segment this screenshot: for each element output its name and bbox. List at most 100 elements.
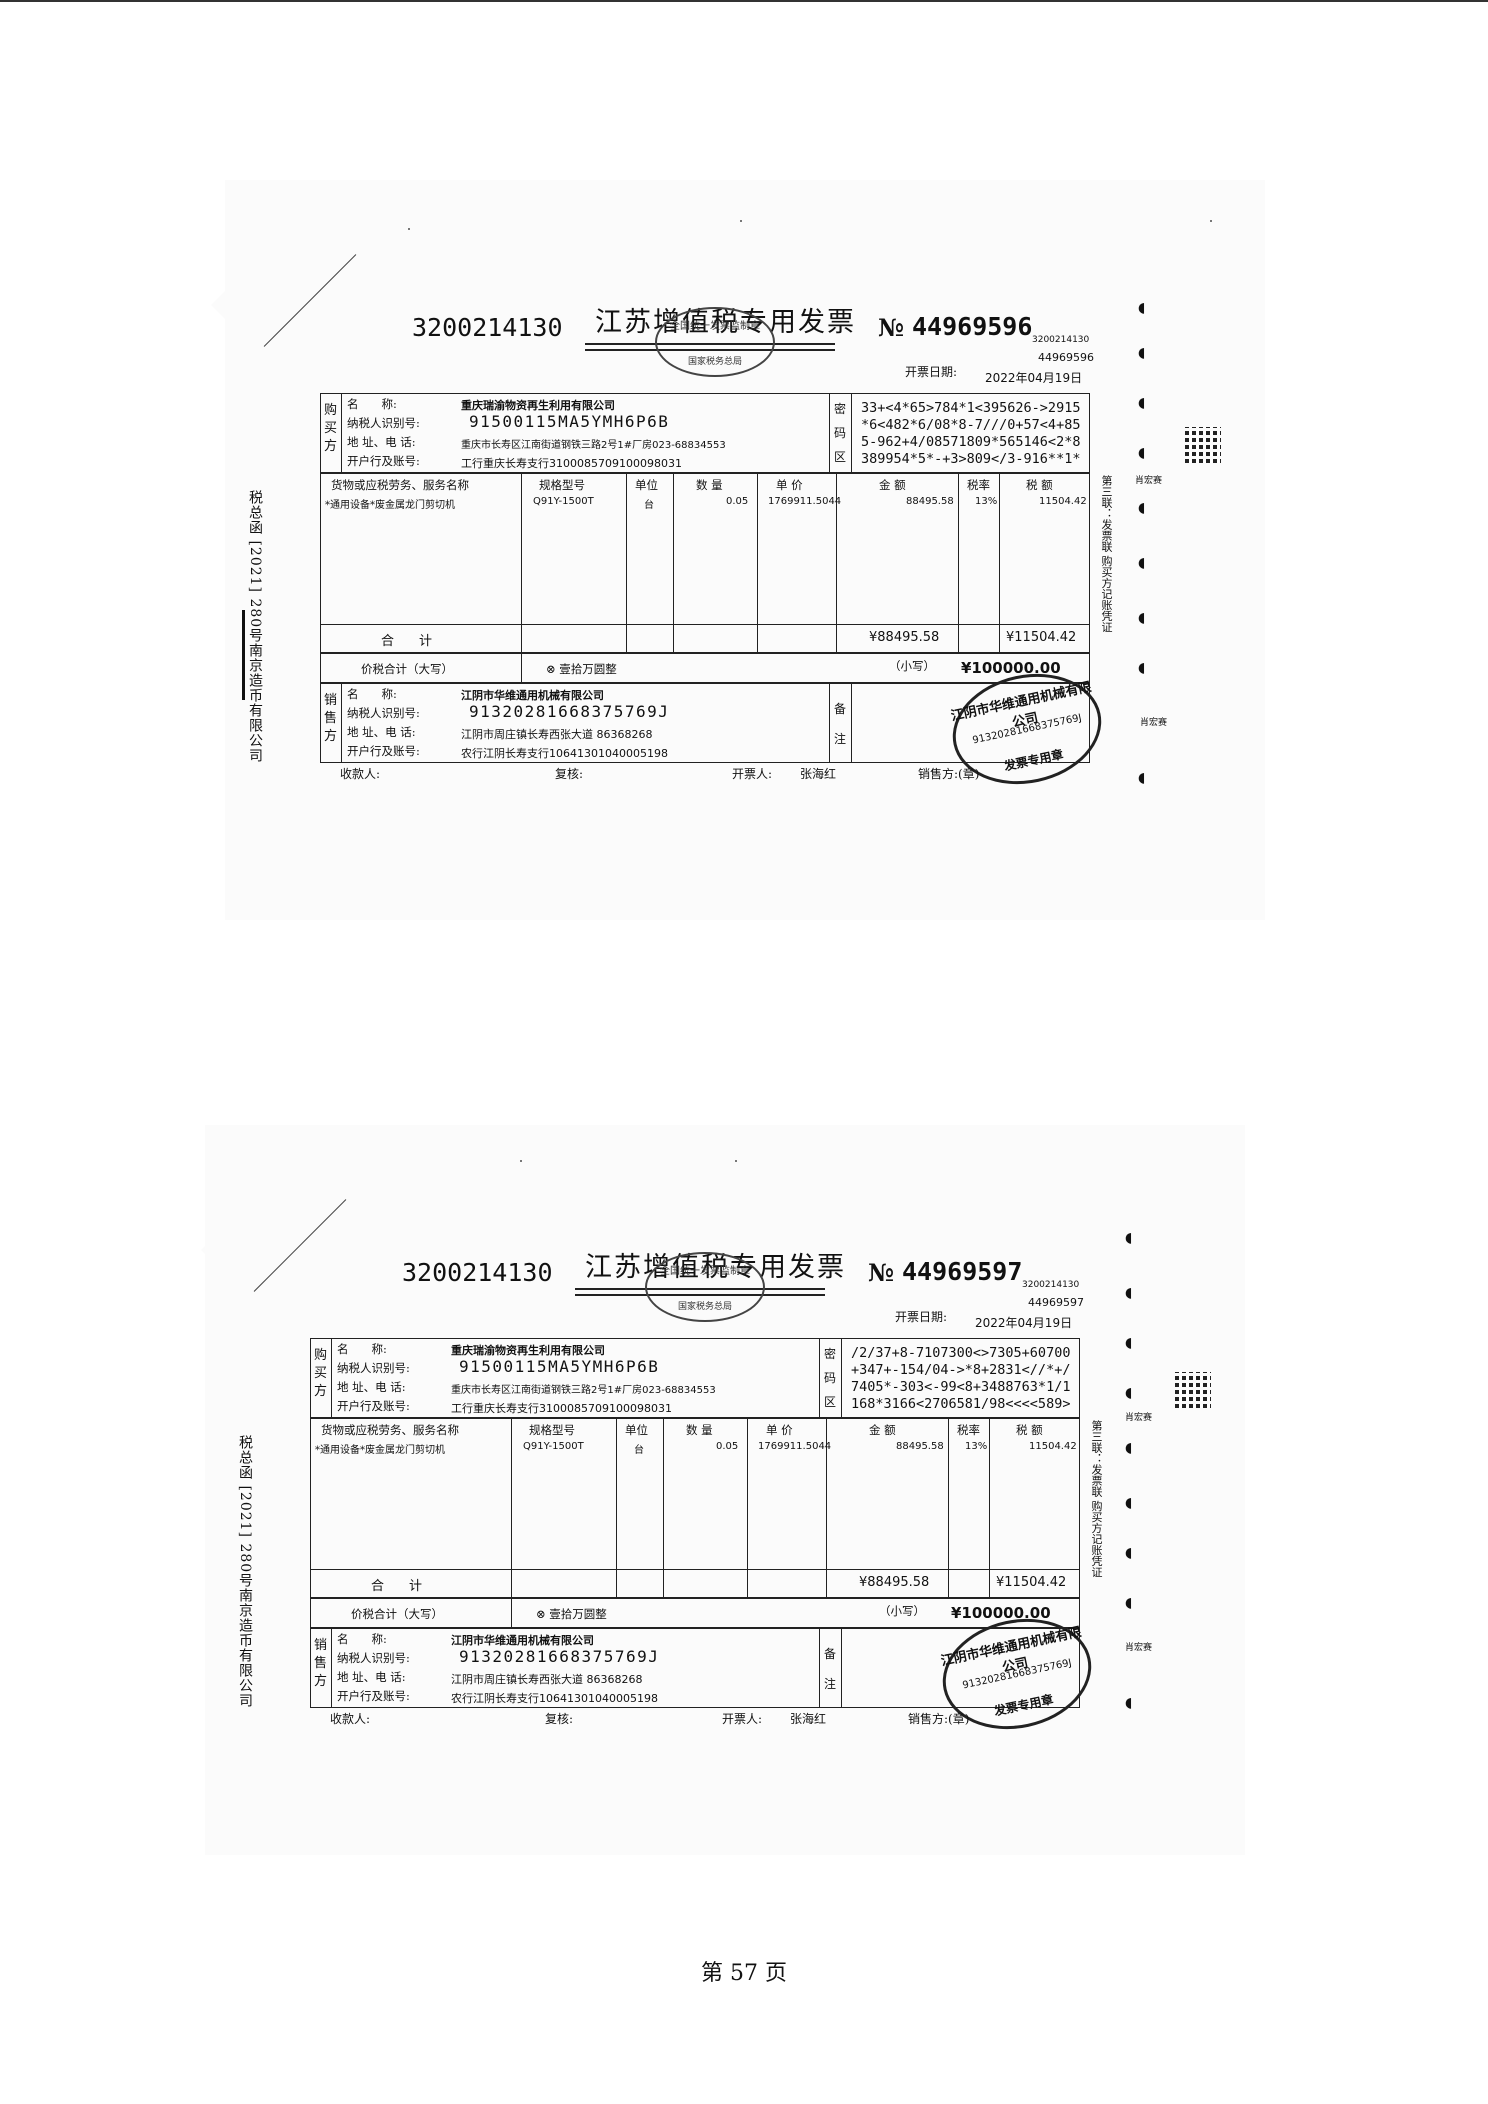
remark-label: 备注 bbox=[834, 702, 847, 746]
buyer-taxid-label: 纳税人识别号: bbox=[347, 416, 420, 430]
divider bbox=[616, 1419, 617, 1597]
footer-issuer: 张海红 bbox=[790, 1712, 827, 1726]
divider bbox=[673, 474, 674, 652]
divider bbox=[331, 1629, 332, 1707]
footer-reviewer: 复核: bbox=[545, 1712, 574, 1726]
buyer-name: 重庆瑞渝物资再生利用有限公司 bbox=[461, 399, 615, 412]
col-header: 金 额 bbox=[879, 478, 906, 492]
footer-issuer: 张海红 bbox=[800, 767, 837, 781]
edge-mark-icon: ◖ bbox=[1138, 610, 1146, 626]
item-qty: 0.05 bbox=[726, 496, 749, 507]
total-label: 价税合计（大写） bbox=[351, 1607, 443, 1621]
buyer-taxid-label: 纳税人识别号: bbox=[337, 1361, 410, 1375]
cipher-line: 7405*-303<-99<8+3488763*1/1 bbox=[851, 1379, 1071, 1395]
buyer-name-label: 名 称: bbox=[337, 1342, 387, 1356]
item-name: *通用设备*废金属龙门剪切机 bbox=[325, 500, 455, 511]
corner-number: 44969596 bbox=[1038, 351, 1094, 364]
divider bbox=[948, 1419, 949, 1597]
divider bbox=[851, 394, 852, 472]
buyer-tax-id: 91500115MA5YMH6P6B bbox=[459, 1357, 660, 1376]
margin-note: 肖宏赛 bbox=[1135, 476, 1163, 486]
seller-name-label: 名 称: bbox=[337, 1632, 387, 1646]
seller-side-label: 销售方 bbox=[314, 1638, 328, 1689]
divider bbox=[626, 474, 627, 652]
scan-speck bbox=[408, 228, 410, 230]
edge-mark-icon: ◖ bbox=[1138, 770, 1146, 786]
divider bbox=[757, 474, 758, 652]
footer-payee: 收款人: bbox=[340, 767, 381, 781]
cipher-line: +347+-154/04->*8+2831<//*+/ bbox=[851, 1362, 1071, 1378]
seller-taxid-label: 纳税人识别号: bbox=[347, 706, 420, 720]
seller-taxid-label: 纳税人识别号: bbox=[337, 1651, 410, 1665]
col-header: 税率 bbox=[967, 478, 990, 492]
seller-name-label: 名 称: bbox=[347, 687, 397, 701]
col-header: 单 价 bbox=[776, 478, 803, 492]
seller-section: 销售方 名 称: 江阴市华维通用机械有限公司 纳税人识别号: 913202816… bbox=[310, 1628, 1080, 1708]
total-caps: ⊗ 壹拾万圆整 bbox=[546, 662, 617, 676]
cipher-line: 5-962+4/08571809*565146<2*8 bbox=[861, 434, 1081, 450]
edge-mark-icon: ◖ bbox=[1138, 660, 1146, 676]
sum-tax: ¥11504.42 bbox=[996, 1575, 1067, 1590]
cipher-line: 168*3166<2706581/98<<<<589> bbox=[851, 1396, 1071, 1412]
corner-code: 3200214130 bbox=[1032, 335, 1090, 345]
col-header: 单位 bbox=[635, 478, 658, 492]
edge-mark-icon: ◖ bbox=[1125, 1440, 1133, 1456]
item-rate: 13% bbox=[965, 1441, 988, 1452]
item-tax: 11504.42 bbox=[1039, 496, 1087, 507]
seller-address-label: 地 址、电 话: bbox=[347, 725, 416, 739]
divider bbox=[341, 394, 342, 472]
items-table: 货物或应税劳务、服务名称 规格型号 单位 数 量 单 价 金 额 税率 税 额 … bbox=[310, 1418, 1080, 1598]
seller-section: 销售方 名 称: 江阴市华维通用机械有限公司 纳税人识别号: 913202816… bbox=[320, 683, 1090, 763]
edge-mark-icon: ◖ bbox=[1125, 1495, 1133, 1511]
divider bbox=[989, 1419, 990, 1597]
printer-note: 税总函 [2021] 280号南京造币有限公司 bbox=[247, 490, 263, 764]
cipher-label: 密码区 bbox=[824, 1347, 837, 1409]
edge-mark-icon: ◖ bbox=[1125, 1335, 1133, 1351]
footer-seller: 销售方:(章) bbox=[908, 1712, 970, 1726]
col-header: 货物或应税劳务、服务名称 bbox=[321, 1423, 459, 1437]
edge-mark-icon: ◖ bbox=[1138, 500, 1146, 516]
edge-mark-icon: ◖ bbox=[1138, 445, 1146, 461]
cipher-area: /2/37+8-7107300<>7305+60700 +347+-154/04… bbox=[851, 1345, 1070, 1413]
sum-amount: ¥88495.58 bbox=[869, 630, 940, 645]
seller-bank-label: 开户行及账号: bbox=[337, 1689, 410, 1703]
col-header: 单位 bbox=[625, 1423, 648, 1437]
edge-mark-icon: ◖ bbox=[1138, 300, 1146, 316]
footer-reviewer: 复核: bbox=[555, 767, 584, 781]
invoice-code: 3200214130 bbox=[402, 1258, 553, 1287]
seller-address: 江阴市周庄镇长寿西张大道 86368268 bbox=[461, 728, 653, 741]
invoice-number: 44969596 bbox=[912, 312, 1033, 341]
buyer-section: 购买方 名 称: 重庆瑞渝物资再生利用有限公司 纳税人识别号: 91500115… bbox=[320, 393, 1090, 473]
seller-bank: 农行江阴长寿支行10641301040005198 bbox=[451, 1692, 658, 1705]
invoice-2: 3200214130 江苏增值税专用发票 全国统一发票监制章 国家税务总局 № … bbox=[201, 1151, 1440, 1790]
item-unit: 台 bbox=[634, 1445, 644, 1456]
divider bbox=[819, 1629, 820, 1707]
footer-issuer-label: 开票人: bbox=[722, 1712, 763, 1726]
divider bbox=[999, 474, 1000, 652]
remark-label: 备注 bbox=[824, 1647, 837, 1691]
buyer-tax-id: 91500115MA5YMH6P6B bbox=[469, 412, 670, 431]
margin-note: 肖宏赛 bbox=[1125, 1413, 1153, 1423]
col-header: 税率 bbox=[957, 1423, 980, 1437]
col-header: 货物或应税劳务、服务名称 bbox=[331, 478, 469, 492]
col-header: 税 额 bbox=[1016, 1423, 1043, 1437]
corner-code: 3200214130 bbox=[1022, 1280, 1080, 1290]
seller-bank-label: 开户行及账号: bbox=[347, 744, 420, 758]
seller-name: 江阴市华维通用机械有限公司 bbox=[461, 689, 604, 702]
seal-text: 全国统一发票监制章 bbox=[670, 321, 760, 332]
buyer-bank-label: 开户行及账号: bbox=[347, 454, 420, 468]
buyer-side-label: 购买方 bbox=[324, 403, 338, 454]
divider bbox=[511, 1419, 512, 1597]
date-label: 开票日期: bbox=[895, 1310, 948, 1324]
divider bbox=[829, 394, 830, 472]
footer-seller: 销售方:(章) bbox=[918, 767, 980, 781]
cipher-line: /2/37+8-7107300<>7305+60700 bbox=[851, 1345, 1071, 1361]
invoice-code: 3200214130 bbox=[412, 313, 563, 342]
divider bbox=[511, 1599, 512, 1627]
seal-text: 国家税务总局 bbox=[677, 1302, 732, 1312]
divider bbox=[663, 1419, 664, 1597]
col-header: 金 额 bbox=[869, 1423, 896, 1437]
qr-code-icon bbox=[1175, 1372, 1211, 1408]
margin-note: 肖宏赛 bbox=[1125, 1643, 1153, 1653]
divider bbox=[819, 1339, 820, 1417]
